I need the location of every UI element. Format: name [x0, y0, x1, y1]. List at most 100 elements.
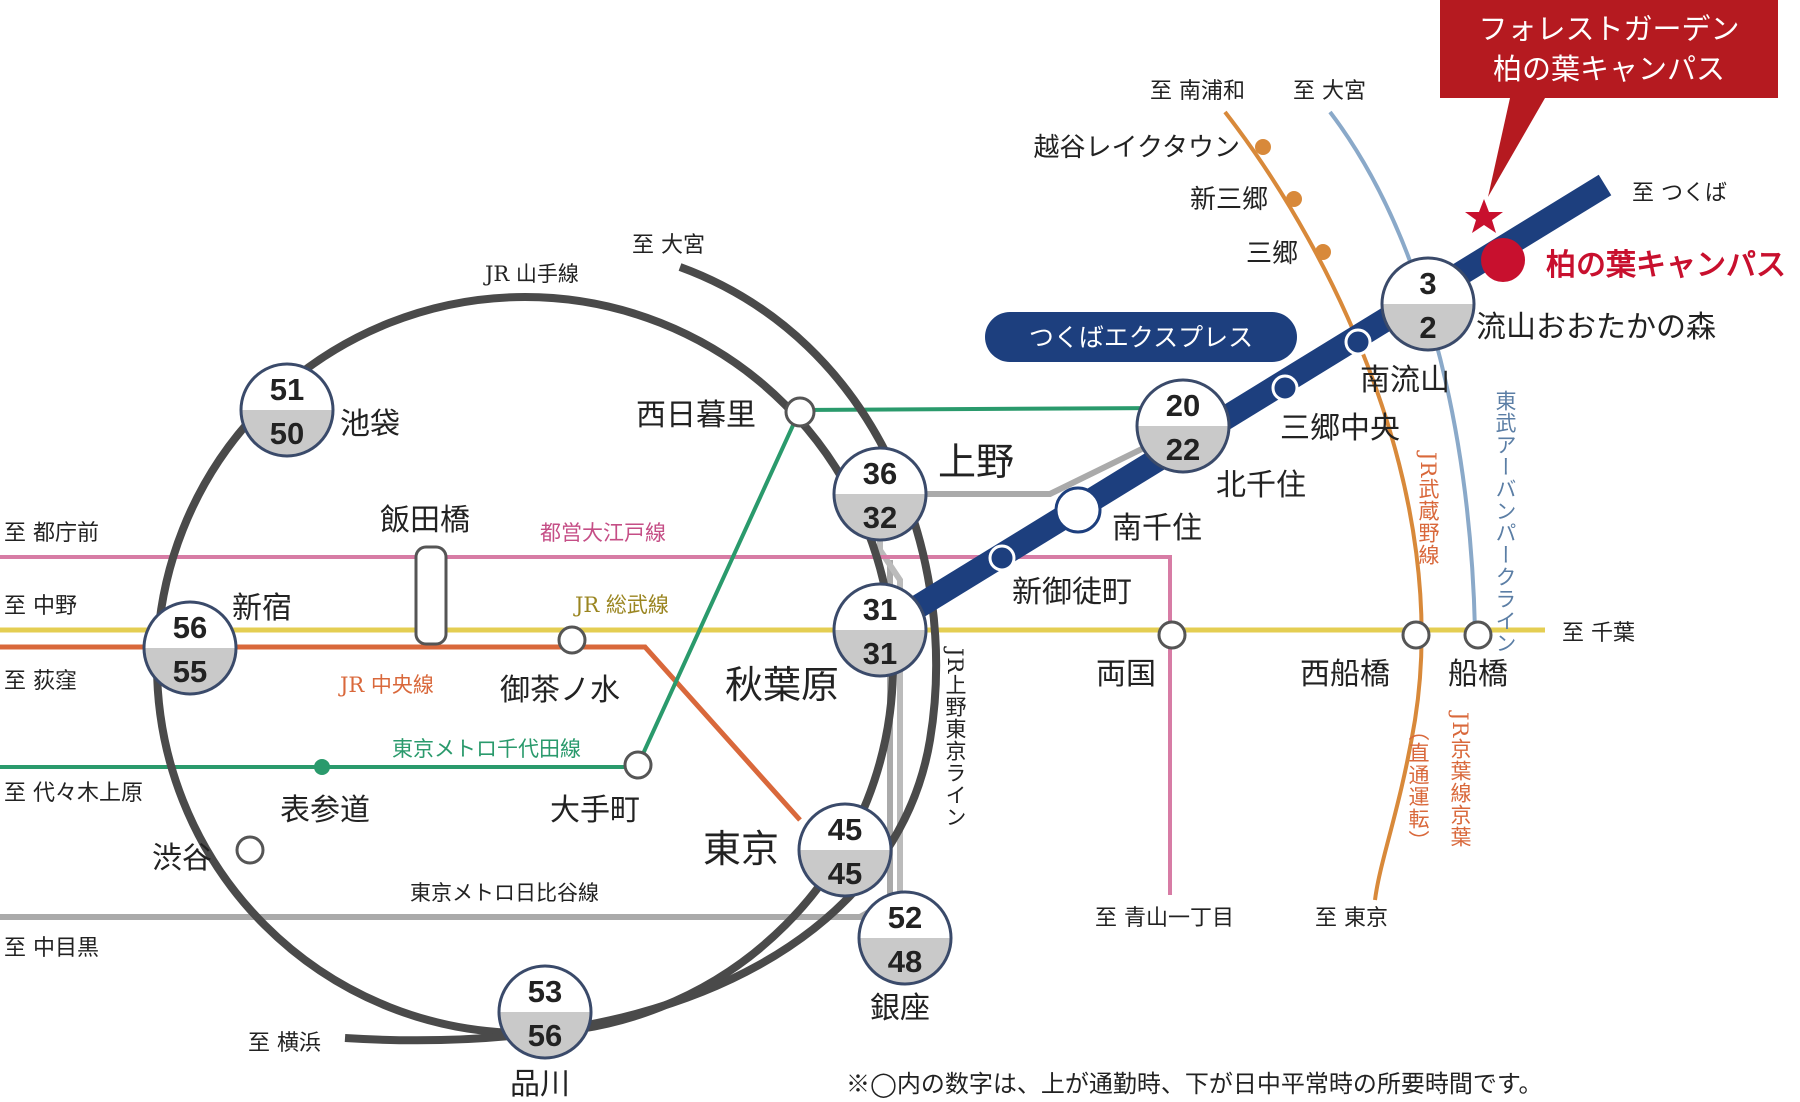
tsukuba-express-label-box: [985, 312, 1297, 362]
otemachi-marker: [623, 750, 653, 780]
daytime-time: 50: [270, 416, 304, 451]
shinmisato-marker: [1286, 191, 1302, 207]
chuo-label: JR 中央線: [338, 673, 434, 697]
footnote: ※◯内の数字は、上が通勤時、下が日中平常時の所要時間です。: [846, 1070, 1543, 1098]
keiyo-label: JR京葉線京葉: [1448, 710, 1472, 848]
dir-minami-urawa: 至 南浦和: [1150, 79, 1245, 104]
commute-time: 56: [173, 610, 207, 645]
station-akihabara: 秋葉原: [725, 663, 839, 707]
callout-line2: 柏の葉キャンパス: [1492, 52, 1725, 86]
koshigaya-marker: [1255, 139, 1271, 155]
ueno-minamisenju-link: [922, 442, 1152, 497]
commute-time: 52: [888, 900, 922, 935]
dir-tochomae: 至 都庁前: [4, 521, 99, 546]
tsukuba-express-label: つくばエクスプレス: [1029, 323, 1253, 352]
star-icon: [1465, 199, 1503, 233]
dir-omiya-left: 至 大宮: [632, 233, 705, 258]
ryogoku-marker: [1157, 620, 1187, 650]
daytime-time: 45: [828, 856, 862, 891]
minami-senju-marker: [1054, 486, 1102, 534]
daytime-time: 32: [863, 500, 897, 535]
shin-okachimachi-marker: [988, 544, 1016, 572]
dir-tsukuba: 至 つくば: [1632, 181, 1727, 206]
commute-time: 45: [828, 812, 862, 847]
commute-time: 20: [1166, 388, 1200, 423]
hibiya-label: 東京メトロ日比谷線: [410, 881, 599, 905]
station-ryogoku: 両国: [1096, 657, 1156, 692]
station-minami-nagareyama: 南流山: [1360, 363, 1450, 398]
yamanote-omiya-branch: [344, 263, 940, 1045]
ueno-tokyo-label: JR上野東京ライン: [943, 646, 967, 828]
station-nagareyama-otaka: 流山おおたかの森: [1476, 310, 1716, 345]
station-koshigaya: 越谷レイクタウン: [1034, 133, 1240, 163]
station-otemachi: 大手町: [550, 793, 640, 828]
commute-time: 31: [863, 592, 897, 627]
dir-aoyama: 至 青山一丁目: [1095, 906, 1234, 931]
commute-time: 51: [270, 372, 304, 407]
dir-ogikubo: 至 荻窪: [4, 669, 77, 694]
callout-box: フォレストガーデン 柏の葉キャンパス: [1440, 0, 1778, 98]
commute-time: 3: [1419, 266, 1436, 301]
urban-park-label: 東武アーバンパークライン: [1493, 390, 1517, 654]
station-misato-chuo: 三郷中央: [1280, 411, 1400, 446]
station-kashiwanoha: 柏の葉キャンパス: [1546, 248, 1786, 283]
iidabashi-marker: [414, 545, 448, 646]
dir-nakano: 至 中野: [4, 594, 77, 619]
station-minami-senju: 南千住: [1112, 511, 1202, 546]
dir-tokyo: 至 東京: [1315, 906, 1388, 931]
station-shin-okachimachi: 新御徒町: [1012, 575, 1132, 610]
omotesando-marker: [314, 759, 330, 775]
daytime-time: 2: [1419, 310, 1436, 345]
shibuya-marker: [235, 835, 265, 865]
musashino-line: [1223, 110, 1424, 901]
dir-yoyogi-uehara: 至 代々木上原: [4, 781, 143, 806]
callout-line1: フォレストガーデン: [1478, 12, 1740, 46]
station-misato: 三郷: [1246, 239, 1298, 269]
oedo-line: [0, 555, 1172, 895]
station-iidabashi: 飯田橋: [380, 503, 470, 538]
station-kitasenju: 北千住: [1216, 468, 1306, 503]
nishi-funabashi-marker: [1401, 620, 1431, 650]
misato-marker: [1315, 244, 1331, 260]
station-shibuya: 渋谷: [152, 841, 212, 876]
dir-chiba: 至 千葉: [1562, 621, 1635, 646]
daytime-time: 55: [173, 654, 207, 689]
daytime-time: 48: [888, 944, 922, 979]
misato-chuo-marker: [1271, 374, 1299, 402]
minami-nagareyama-marker: [1344, 328, 1372, 356]
station-ochanomizu: 御茶ノ水: [500, 673, 620, 708]
commute-time: 53: [528, 974, 562, 1009]
station-shinmisato: 新三郷: [1190, 185, 1268, 215]
daytime-time: 22: [1166, 432, 1200, 467]
musashino-label: JR武蔵野線: [1416, 450, 1440, 566]
station-omotesando: 表参道: [280, 793, 370, 828]
station-nishi-nippori: 西日暮里: [636, 398, 756, 433]
yamanote-label: JR 山手線: [483, 262, 579, 286]
funabashi-marker: [1463, 620, 1493, 650]
station-shinagawa: 品川: [510, 1067, 570, 1102]
dir-naka-meguro: 至 中目黒: [4, 936, 99, 961]
station-ginza: 銀座: [870, 991, 930, 1026]
keiyo-note: （直通運転）: [1406, 720, 1430, 852]
station-shinjuku: 新宿: [232, 591, 292, 626]
oedo-label: 都営大江戸線: [540, 521, 666, 545]
kashiwanoha-marker: [1481, 238, 1525, 282]
ochanomizu-marker: [557, 625, 587, 655]
station-funabashi: 船橋: [1448, 657, 1508, 692]
callout-pointer-icon: [1488, 98, 1545, 197]
station-ueno: 上野: [938, 440, 1014, 484]
dir-omiya-top: 至 大宮: [1293, 79, 1366, 104]
dir-yokohama: 至 横浜: [248, 1031, 321, 1056]
nishi-nippori-marker: [784, 396, 816, 428]
station-ikebukuro: 池袋: [340, 407, 400, 442]
sobu-label: JR 総武線: [573, 593, 669, 617]
daytime-time: 31: [863, 636, 897, 671]
